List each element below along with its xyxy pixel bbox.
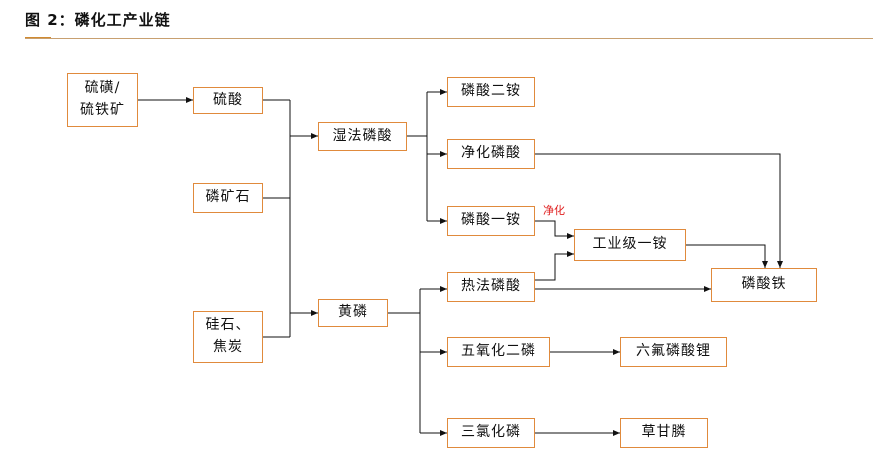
edge-map-to-industrial bbox=[535, 220, 574, 239]
node-iron-phosphate: 磷酸铁 bbox=[711, 268, 817, 302]
node-silica-coke: 硅石、 焦炭 bbox=[193, 311, 263, 363]
node-industrial-map: 工业级一铵 bbox=[574, 229, 686, 261]
purify-annotation: 净化 bbox=[543, 204, 565, 217]
node-sulfur-pyrite: 硫磺/ 硫铁矿 bbox=[67, 73, 138, 127]
page-title: 图 2：磷化工产业链 bbox=[25, 11, 171, 29]
node-wet-phosphoric-acid: 湿法磷酸 bbox=[318, 122, 407, 151]
node-map: 磷酸一铵 bbox=[447, 206, 535, 236]
edge-purified-to-iron bbox=[535, 153, 783, 268]
node-sulfuric-acid: 硫酸 bbox=[193, 87, 263, 114]
edge-industrial-to-iron bbox=[686, 244, 768, 268]
node-p2o5: 五氧化二磷 bbox=[447, 337, 550, 367]
node-purified-phosphoric-acid: 净化磷酸 bbox=[447, 139, 535, 169]
node-pcl3: 三氯化磷 bbox=[447, 418, 535, 448]
node-thermal-phosphoric-acid: 热法磷酸 bbox=[447, 272, 535, 302]
node-glyphosate: 草甘膦 bbox=[620, 418, 708, 448]
edge-thermal-to-industrial bbox=[535, 251, 574, 281]
title-divider bbox=[25, 38, 873, 39]
node-lipf6: 六氟磷酸锂 bbox=[620, 337, 727, 367]
node-dap: 磷酸二铵 bbox=[447, 77, 535, 107]
node-yellow-phosphorus: 黄磷 bbox=[318, 299, 388, 327]
node-phosphate-rock: 磷矿石 bbox=[193, 183, 263, 213]
